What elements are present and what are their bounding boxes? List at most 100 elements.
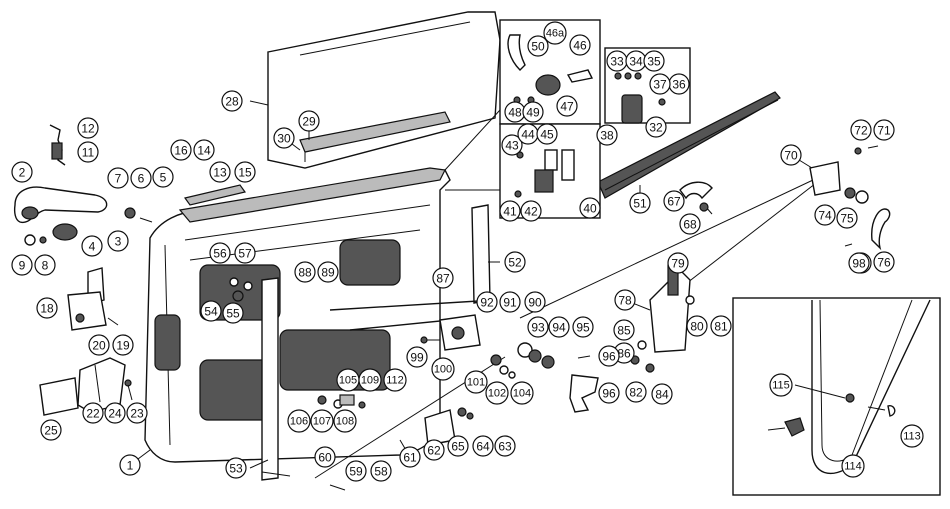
callout-number: 106 xyxy=(290,416,308,428)
callout-number: 107 xyxy=(313,416,331,428)
callout-number: 95 xyxy=(576,321,590,335)
callout-circle xyxy=(406,346,428,368)
callout-leader-114 xyxy=(794,384,846,399)
callout-84: 84 xyxy=(651,383,673,405)
callout-circle xyxy=(298,110,320,132)
callout-number: 53 xyxy=(229,462,243,476)
callout-circle xyxy=(579,197,601,219)
callout-circle xyxy=(345,460,367,482)
callout-101: 101 xyxy=(464,370,488,394)
callout-number: 20 xyxy=(92,339,106,353)
callout-number: 80 xyxy=(690,320,704,334)
callout-44: 44 xyxy=(517,123,539,145)
callout-circle xyxy=(107,167,129,189)
callout-number: 96 xyxy=(602,350,616,364)
callout-3: 3 xyxy=(107,230,129,252)
callout-number: 114 xyxy=(844,461,862,473)
callout-number: 44 xyxy=(521,128,535,142)
callout-number: 115 xyxy=(772,380,790,392)
callout-number: 13 xyxy=(213,166,227,180)
callout-number: 55 xyxy=(226,307,240,321)
callout-74: 74 xyxy=(814,204,836,226)
callout-number: 76 xyxy=(877,256,891,270)
callout-102: 102 xyxy=(485,381,509,405)
callout-circle xyxy=(358,368,382,392)
callout-number: 56 xyxy=(213,247,227,261)
callout-7: 7 xyxy=(107,167,129,189)
callout-18: 18 xyxy=(36,297,58,319)
callout-circle xyxy=(614,289,636,311)
callout-number: 50 xyxy=(531,40,545,54)
callout-number: 98 xyxy=(852,257,866,271)
callout-6: 6 xyxy=(130,167,152,189)
callout-20: 20 xyxy=(88,334,110,356)
callout-circle xyxy=(651,383,673,405)
callout-number: 102 xyxy=(488,388,506,400)
callout-circle xyxy=(522,101,544,123)
callout-57: 57 xyxy=(234,242,256,264)
callout-number: 75 xyxy=(840,212,854,226)
callout-61: 61 xyxy=(399,446,421,468)
callout-62: 62 xyxy=(423,439,445,461)
callout-number: 54 xyxy=(204,305,218,319)
callout-circle xyxy=(598,382,620,404)
callout-circle xyxy=(556,95,578,117)
callout-circle xyxy=(370,460,392,482)
callout-circle xyxy=(836,207,858,229)
callout-106: 106 xyxy=(287,409,311,433)
callout-circle xyxy=(645,116,667,138)
callout-number: 46a xyxy=(546,28,565,40)
callout-circle xyxy=(548,316,570,338)
callout-64: 64 xyxy=(472,435,494,457)
callout-number: 108 xyxy=(336,416,354,428)
callout-46: 46 xyxy=(569,34,591,56)
callout-circle xyxy=(464,370,488,394)
callout-81: 81 xyxy=(710,315,732,337)
callout-9: 9 xyxy=(11,254,33,276)
callout-circle xyxy=(524,291,546,313)
callout-circle xyxy=(447,435,469,457)
callout-number: 88 xyxy=(298,266,312,280)
callout-16: 16 xyxy=(170,139,192,161)
callout-34: 34 xyxy=(625,50,647,72)
callout-number: 57 xyxy=(238,247,252,261)
callout-number: 59 xyxy=(349,465,363,479)
callout-number: 70 xyxy=(784,149,798,163)
callout-circle xyxy=(769,373,793,397)
callout-93: 93 xyxy=(527,316,549,338)
callout-number: 16 xyxy=(174,144,188,158)
callout-78: 78 xyxy=(614,289,636,311)
callout-number: 45 xyxy=(540,128,554,142)
callout-circle xyxy=(225,457,247,479)
callout-circle xyxy=(432,267,454,289)
callout-number: 68 xyxy=(683,218,697,232)
callout-36: 36 xyxy=(668,73,690,95)
callout-circle xyxy=(287,409,311,433)
callout-circle xyxy=(873,119,895,141)
callout-circle xyxy=(152,166,174,188)
callout-circle xyxy=(527,316,549,338)
callout-60: 60 xyxy=(314,446,336,468)
callout-circle xyxy=(643,50,665,72)
callout-circle xyxy=(126,402,148,424)
callout-circle xyxy=(598,345,620,367)
callout-number: 87 xyxy=(436,272,450,286)
callout-circle xyxy=(399,446,421,468)
glass-channel xyxy=(299,111,451,153)
callout-circle xyxy=(77,117,99,139)
callout-circle xyxy=(234,161,256,183)
callout-circle xyxy=(104,402,126,424)
callout-number: 86 xyxy=(617,347,631,361)
callout-number: 113 xyxy=(903,431,921,443)
callout-56: 56 xyxy=(209,242,231,264)
callout-41: 41 xyxy=(499,200,521,222)
callout-number: 78 xyxy=(618,294,632,308)
callout-63: 63 xyxy=(494,435,516,457)
callout-circle xyxy=(501,134,523,156)
callout-circle xyxy=(112,334,134,356)
callout-38: 38 xyxy=(596,124,618,146)
callout-circle xyxy=(209,242,231,264)
callout-88: 88 xyxy=(294,261,316,283)
callout-13: 13 xyxy=(209,161,231,183)
